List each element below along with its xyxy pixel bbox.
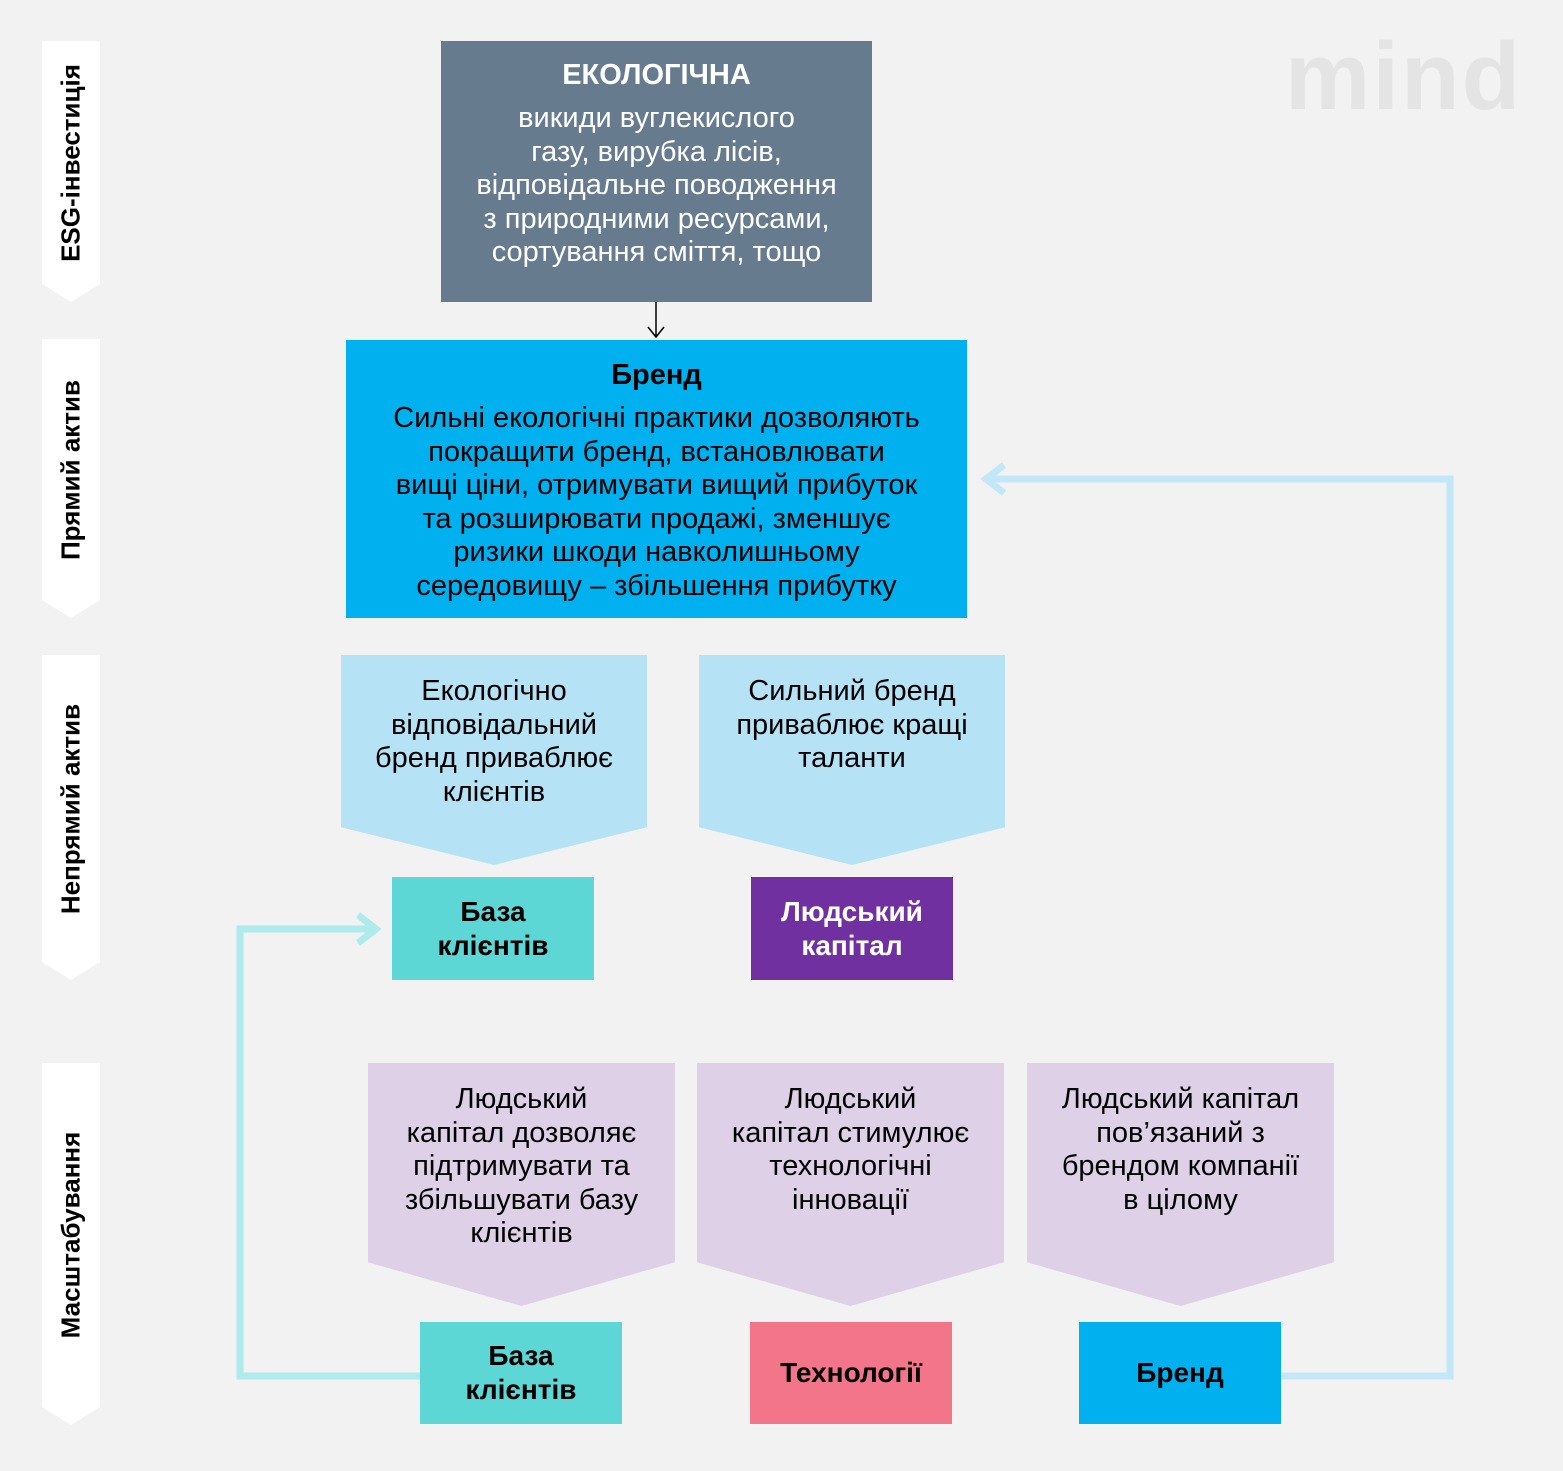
stage-tag-scaling: Масштабування (42, 1063, 100, 1425)
indirect-clients-chevron: Екологічно відповідальний бренд приваблю… (341, 655, 647, 865)
scaling-clients-chevron: Людський капітал дозволяє підтримувати т… (368, 1063, 675, 1306)
chevron-line: капітал дозволяє (406, 1116, 637, 1149)
chevron-line: пов’язаний з (1096, 1116, 1265, 1149)
client-base-label: клієнтів (437, 929, 549, 961)
ecological-line: викиди вуглекислого (518, 102, 795, 134)
stage-tag-esg: ESG-інвестиція (42, 41, 100, 302)
chevron-line: відповідальний (391, 708, 597, 741)
chevron-line: таланти (798, 742, 906, 774)
ecological-line: з природними ресурсами, (483, 202, 830, 235)
chevron-line: капітал стимулює (731, 1116, 970, 1149)
mind-logo: mind (1285, 23, 1523, 130)
chevron-line: Екологічно (421, 675, 567, 707)
chevron-line: Людський (784, 1083, 917, 1115)
client-base-label: База (460, 895, 526, 927)
chevron-line: технологічні (769, 1150, 932, 1182)
chevron-line: Сильний бренд (748, 675, 956, 707)
client-base-box: База клієнтів (392, 877, 594, 980)
indirect-talent-chevron: Сильний бренд приваблює кращі таланти (699, 655, 1005, 865)
ecological-line: відповідальне поводження (476, 169, 837, 201)
loop-arrow-clients (236, 912, 420, 1380)
stage-tag-indirect: Непрямий актив (42, 655, 100, 980)
scaling-tech-chevron: Людський капітал стимулює технологічні і… (697, 1063, 1004, 1306)
scaling-brand-chevron: Людський капітал пов’язаний з брендом ко… (1027, 1063, 1334, 1306)
ecological-title: ЕКОЛОГІЧНА (562, 59, 751, 91)
chevron-line: збільшувати базу (404, 1183, 639, 1216)
chevron-line: клієнтів (470, 1217, 573, 1249)
brand-box: Бренд Сильні екологічні практики дозволя… (346, 340, 967, 618)
technologies-box: Технології (750, 1322, 952, 1424)
chevron-line: інновації (792, 1183, 909, 1216)
technologies-label: Технології (780, 1357, 922, 1388)
human-capital-box: Людський капітал (751, 877, 953, 980)
loop-arrow-brand (980, 462, 1454, 1380)
chevron-line: приваблює кращі (736, 708, 968, 741)
chevron-line: Людський (455, 1083, 588, 1115)
chevron-line: Людський капітал (1061, 1083, 1300, 1115)
brand-line: середовищу – збільшення прибутку (416, 569, 897, 602)
stage-tag-direct: Прямий актив (42, 339, 100, 618)
ecological-box: ЕКОЛОГІЧНА викиди вуглекислого газу, вир… (441, 41, 872, 302)
scaling-client-base-label: База (488, 1340, 554, 1371)
brand-line: Сильні екологічні практики дозволяють (393, 402, 920, 434)
human-capital-label: капітал (801, 929, 903, 961)
scaling-client-base-box: База клієнтів (420, 1322, 622, 1424)
down-arrow (647, 302, 665, 339)
scaling-brand-box: Бренд (1079, 1322, 1281, 1424)
brand-title: Бренд (611, 359, 702, 391)
brand-line: покращити бренд, встановлювати (428, 435, 885, 468)
ecological-line: газу, вирубка лісів, (531, 135, 782, 168)
chevron-line: підтримувати та (413, 1150, 630, 1182)
human-capital-label: Людський (781, 895, 923, 927)
brand-line: вищі ціни, отримувати вищий прибуток (395, 469, 918, 501)
scaling-brand-label: Бренд (1136, 1357, 1224, 1388)
chevron-line: бренд приваблює (375, 742, 613, 774)
brand-line: ризики шкоди навколишньому (453, 536, 860, 568)
brand-line: та розширювати продажі, зменшує (422, 502, 891, 535)
chevron-line: клієнтів (442, 775, 546, 808)
chevron-line: в цілому (1123, 1183, 1238, 1216)
chevron-line: брендом компанії (1061, 1150, 1300, 1182)
ecological-line: сортування сміття, тощо (491, 236, 822, 268)
scaling-client-base-label: клієнтів (465, 1374, 577, 1405)
